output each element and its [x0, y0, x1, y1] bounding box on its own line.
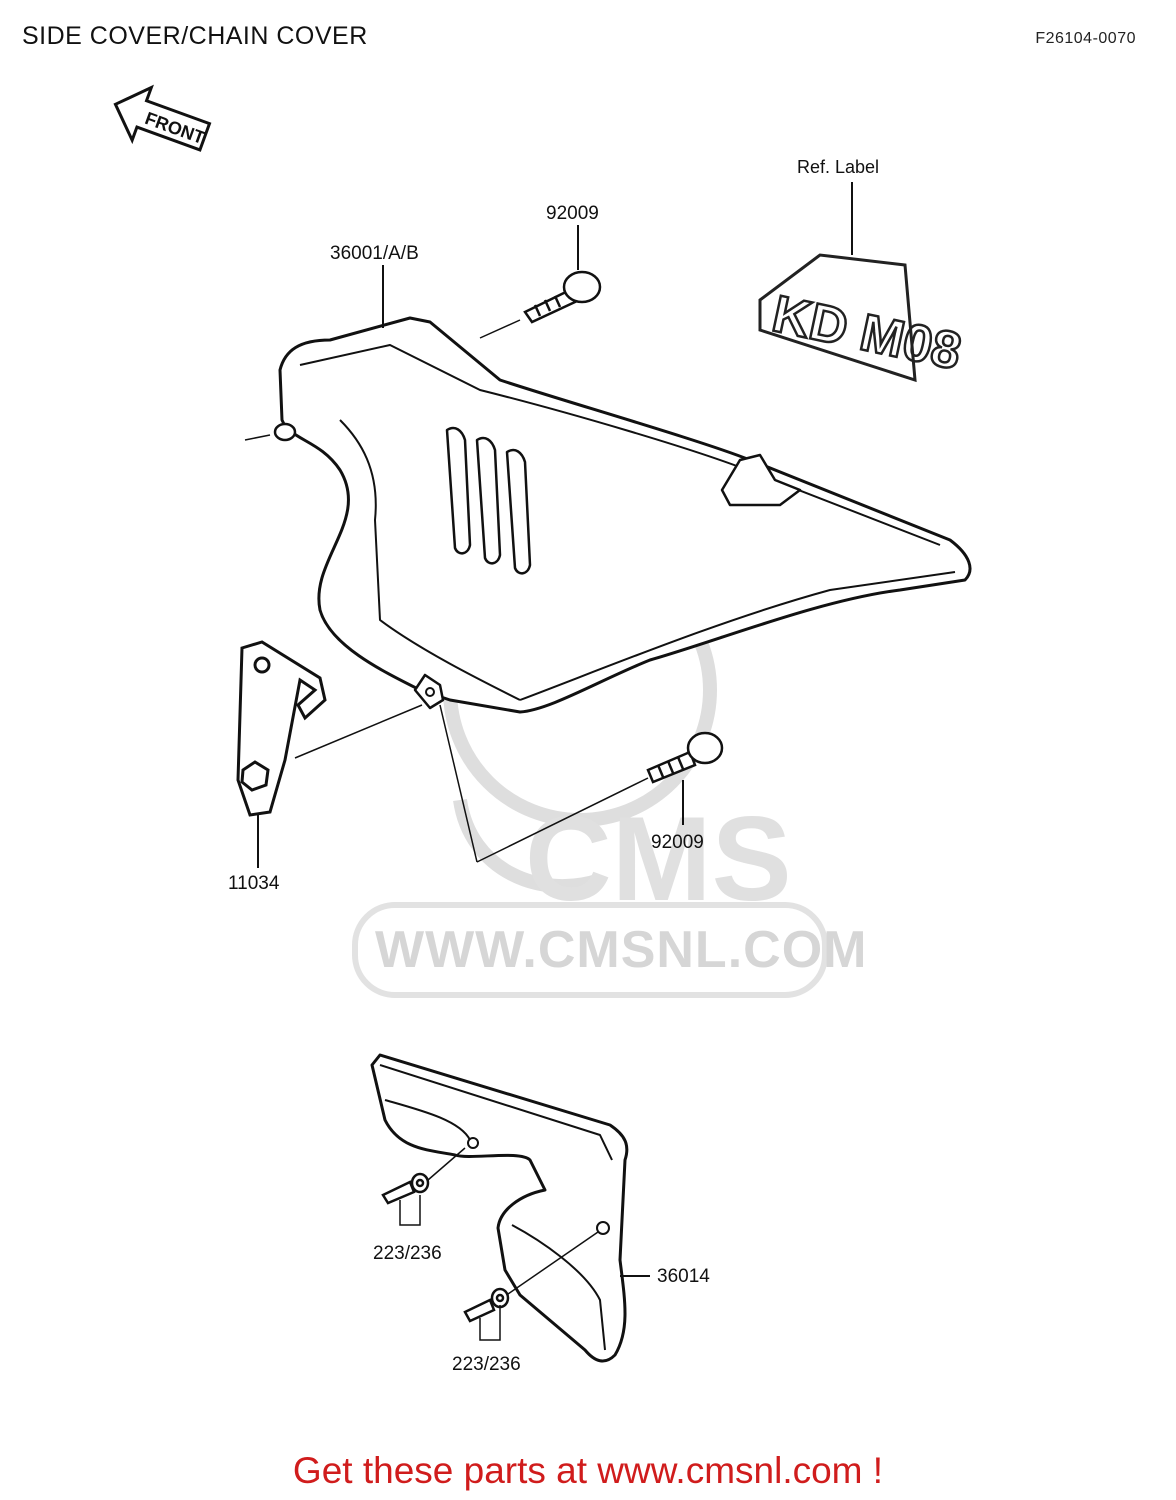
label-bolt-bottom: 92009 — [651, 832, 704, 853]
bolt-92009-top — [523, 270, 602, 324]
footer-link[interactable]: Get these parts at www.cmsnl.com ! — [0, 1450, 1176, 1492]
diagram-code: F26104-0070 — [1035, 30, 1136, 47]
label-bolt-top: 92009 — [546, 203, 599, 224]
footer-link-text[interactable]: Get these parts at www.cmsnl.com ! — [292, 1450, 884, 1491]
screw-223-236-a — [381, 1172, 430, 1205]
chain-cover-36014 — [370, 1053, 629, 1363]
bracket-11034 — [236, 640, 327, 817]
label-side-cover: 36001/A/B — [330, 243, 419, 264]
bolt-92009-bottom — [646, 731, 724, 784]
label-bracket: 11034 — [228, 873, 280, 894]
page-title: SIDE COVER/CHAIN COVER — [22, 22, 368, 50]
label-screw-b: 223/236 — [452, 1354, 521, 1375]
watermark-banner — [352, 902, 828, 998]
watermark-url: WWW.CMSNL.COM — [375, 921, 868, 979]
decal: KD M08 — [758, 253, 967, 383]
label-screw-a: 223/236 — [373, 1243, 442, 1264]
ref-label: Ref. Label — [797, 157, 880, 177]
screw-223-236-b — [463, 1287, 510, 1323]
label-chain-cover: 36014 — [657, 1266, 710, 1287]
side-cover-36001 — [273, 316, 972, 714]
front-arrow-icon: FRONT — [113, 84, 212, 152]
